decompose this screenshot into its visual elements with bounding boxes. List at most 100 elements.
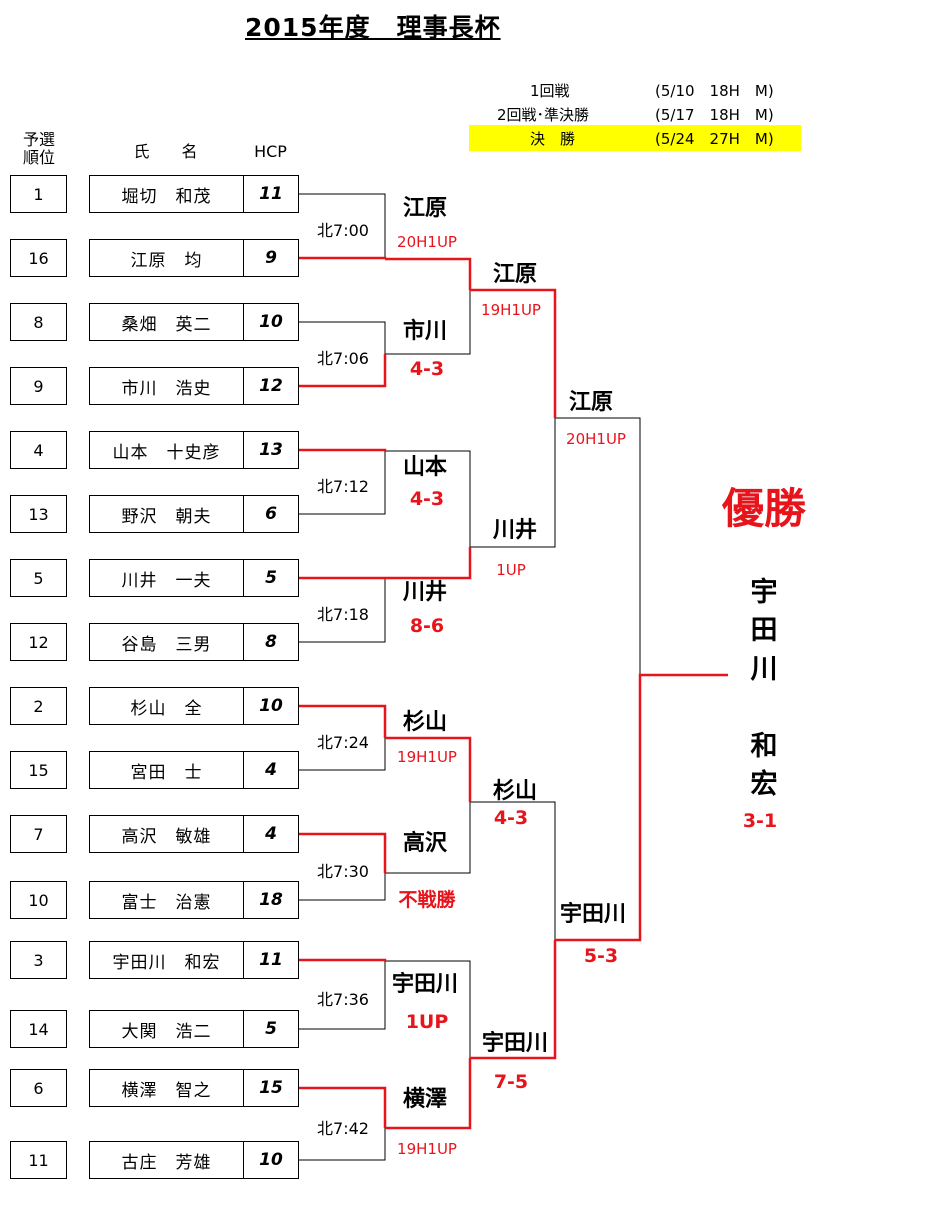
seed-rank: 7 xyxy=(10,815,67,853)
player-name: 桑畑 英二 xyxy=(121,314,212,335)
bracket-line xyxy=(385,1058,472,1130)
seed-rank: 8 xyxy=(10,303,67,341)
champion-label: 優勝 xyxy=(722,484,807,533)
player-name: 宮田 士 xyxy=(130,762,203,783)
schedule-date-final: (5/24 27H M) xyxy=(655,130,774,148)
player-name: 横澤 智之 xyxy=(121,1080,212,1101)
player-name: 江原 均 xyxy=(130,250,203,271)
tee-time: 北7:24 xyxy=(317,733,369,752)
player-name: 大関 浩二 xyxy=(121,1021,212,1042)
header-name: 氏 名 xyxy=(133,142,198,161)
seed-rank: 4 xyxy=(10,431,67,469)
header-rank: 予選 順位 xyxy=(22,130,55,167)
schedule-date-1: (5/10 18H M) xyxy=(655,82,774,100)
bracket-line xyxy=(470,288,557,418)
player-name: 杉山 全 xyxy=(130,698,203,719)
schedule-round-final: 決 勝 xyxy=(530,130,576,148)
seed-rank: 16 xyxy=(10,239,67,277)
bracket-line xyxy=(299,1128,386,1161)
round1-score: 8-6 xyxy=(409,615,445,637)
bracket-line xyxy=(385,257,472,290)
bracket-line xyxy=(385,960,471,1058)
header-hcp: HCP xyxy=(254,142,287,161)
player-hcp: 11 xyxy=(243,942,298,978)
round1-winner: 高沢 xyxy=(402,831,447,856)
bracket-line xyxy=(470,801,556,940)
player-name: 谷島 三男 xyxy=(121,634,212,655)
round1-winner: 江原 xyxy=(402,196,447,221)
player-hcp: 10 xyxy=(243,304,298,340)
player-hcp: 10 xyxy=(243,1142,298,1178)
player-hcp: 9 xyxy=(243,240,298,276)
seed-rank: 1 xyxy=(10,175,67,213)
round1-score: 1UP xyxy=(405,1011,449,1033)
bracket-line xyxy=(299,256,387,260)
seed-rank: 2 xyxy=(10,687,67,725)
bracket-line xyxy=(385,450,471,547)
bracket-line xyxy=(299,1086,387,1128)
player-hcp: 6 xyxy=(243,496,298,532)
round1-winner: 横澤 xyxy=(402,1087,447,1112)
champion-name-char: 田 xyxy=(750,615,778,646)
round1-score: 20H1UP xyxy=(397,233,457,251)
round1-score: 4-3 xyxy=(409,358,445,380)
round2-winner: 川井 xyxy=(492,518,537,543)
player-hcp: 13 xyxy=(243,432,298,468)
bracket-line xyxy=(470,418,556,548)
round2-winner: 宇田川 xyxy=(481,1031,548,1056)
round1-winner: 山本 xyxy=(402,455,447,480)
semifinal-winner: 宇田川 xyxy=(559,902,626,927)
bracket-line xyxy=(299,193,386,259)
bracket-line xyxy=(299,448,387,452)
semifinal-score: 5-3 xyxy=(583,945,619,967)
final-score: 3-1 xyxy=(742,810,778,832)
player-name: 市川 浩史 xyxy=(121,378,212,399)
seed-rank: 14 xyxy=(10,1010,67,1048)
semifinal-winner: 江原 xyxy=(568,390,613,415)
bracket-line xyxy=(299,451,386,515)
tee-time: 北7:00 xyxy=(317,221,369,240)
player-hcp: 11 xyxy=(243,176,298,212)
seed-rank: 10 xyxy=(10,881,67,919)
bracket-line xyxy=(555,673,728,942)
player-name: 高沢 敏雄 xyxy=(121,826,212,847)
bracket-line xyxy=(299,961,386,1030)
bracket-line xyxy=(470,940,557,1060)
bracket-line xyxy=(299,958,387,962)
round1-score: 4-3 xyxy=(409,488,445,510)
tee-time: 北7:18 xyxy=(317,605,369,624)
player-hcp: 4 xyxy=(243,816,298,852)
player-hcp: 18 xyxy=(243,882,298,918)
seed-rank: 3 xyxy=(10,941,67,979)
bracket-line xyxy=(385,736,472,802)
player-row: 宮田 士 4 xyxy=(89,751,299,789)
player-name: 山本 十史彦 xyxy=(112,442,221,463)
round1-score: 19H1UP xyxy=(397,748,457,766)
bracket-line xyxy=(299,321,386,354)
tee-time: 北7:06 xyxy=(317,349,369,368)
player-name: 川井 一夫 xyxy=(121,570,212,591)
round2-score: 4-3 xyxy=(493,807,529,829)
round1-winner: 宇田川 xyxy=(391,972,458,997)
seed-rank: 5 xyxy=(10,559,67,597)
schedule-round-1: 1回戦 xyxy=(530,82,570,100)
player-name: 野沢 朝夫 xyxy=(121,506,212,527)
bracket-line xyxy=(299,873,386,901)
round1-winner: 杉山 xyxy=(402,710,447,735)
seed-rank: 11 xyxy=(10,1141,67,1179)
tee-time: 北7:36 xyxy=(317,990,369,1009)
player-hcp: 4 xyxy=(243,752,298,788)
schedule-round-2: 2回戦･準決勝 xyxy=(497,106,590,124)
bracket-line xyxy=(385,290,471,355)
seed-rank: 9 xyxy=(10,367,67,405)
player-name: 古庄 芳雄 xyxy=(121,1152,212,1173)
round1-score: 19H1UP xyxy=(397,1140,457,1158)
player-row: 江原 均 9 xyxy=(89,239,299,277)
